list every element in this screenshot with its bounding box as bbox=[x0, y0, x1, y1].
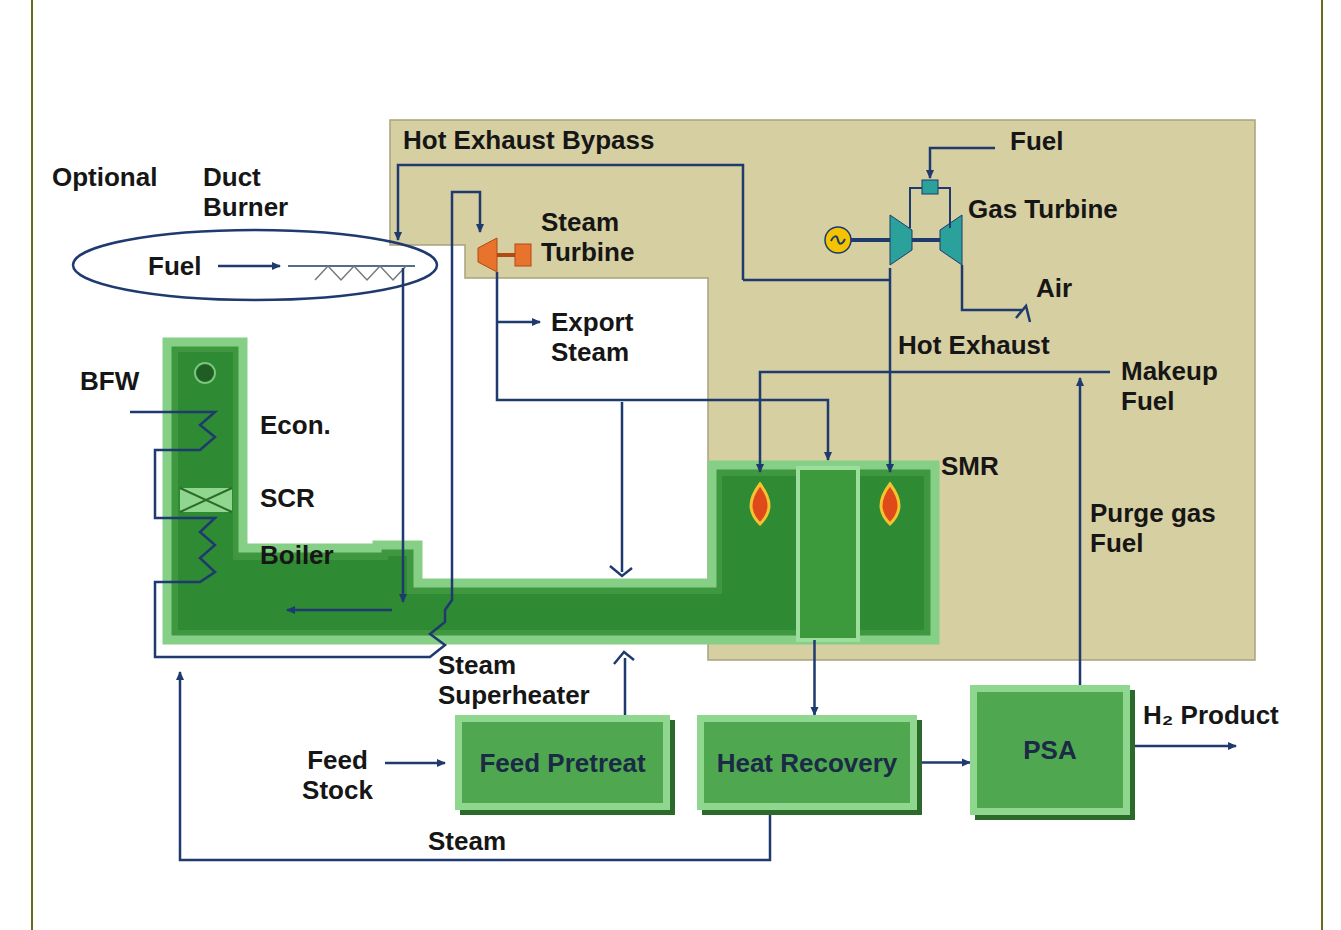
node-heading: SMR bbox=[941, 451, 999, 481]
stream-label: BFW bbox=[80, 366, 139, 396]
drawing-stroke bbox=[287, 609, 392, 612]
drawing-stroke bbox=[962, 265, 1030, 322]
stream-label: Air bbox=[1036, 273, 1072, 303]
drawing-stroke bbox=[912, 238, 940, 242]
drawing-stroke bbox=[497, 272, 828, 460]
drawing-stroke bbox=[922, 180, 938, 194]
drawing-stroke bbox=[130, 192, 480, 657]
process-box: Heat Recovery bbox=[697, 715, 917, 810]
scr-symbol bbox=[180, 488, 232, 512]
drawing-stroke bbox=[1321, 0, 1323, 930]
drawing-stroke bbox=[831, 236, 845, 243]
process-box: PSA bbox=[970, 685, 1130, 815]
drawing-stroke bbox=[743, 279, 890, 282]
stream-label: Steam bbox=[428, 826, 506, 856]
steam-turbine-symbol bbox=[478, 238, 531, 272]
drawing-stroke bbox=[1133, 745, 1236, 748]
drawing-stroke bbox=[614, 652, 634, 715]
flow-connector bbox=[917, 761, 970, 764]
drawing-stroke bbox=[890, 215, 912, 265]
drawing-stroke bbox=[889, 268, 892, 472]
equipment-label: Steam Turbine bbox=[541, 207, 671, 267]
drawing-stroke bbox=[751, 484, 769, 524]
stream-label: Fuel bbox=[148, 251, 201, 281]
stream-label: Makeup Fuel bbox=[1121, 356, 1251, 416]
drawing-stroke bbox=[910, 188, 950, 228]
drawing-stroke bbox=[398, 165, 743, 280]
drawing-stroke bbox=[167, 342, 935, 640]
drawing-stroke bbox=[930, 148, 995, 178]
drawing-stroke bbox=[31, 0, 33, 930]
drawing-stroke bbox=[385, 762, 445, 765]
equipment-label: Duct Burner bbox=[203, 162, 323, 222]
equipment-label: Boiler bbox=[260, 540, 334, 570]
drawing-stroke bbox=[73, 230, 437, 300]
drawing-stroke bbox=[798, 468, 858, 640]
gas-turbine-symbol bbox=[825, 180, 962, 265]
furnace-duct bbox=[167, 342, 935, 640]
node-text: Heat Recovery bbox=[717, 748, 898, 778]
drawing-stroke bbox=[497, 321, 540, 324]
drawing-stroke bbox=[180, 488, 232, 512]
equipment-label: Econ. bbox=[260, 410, 331, 440]
drawing-stroke bbox=[825, 227, 851, 253]
drawing-stroke bbox=[315, 266, 406, 280]
drawing-stroke bbox=[1079, 378, 1082, 685]
flow-connector bbox=[813, 640, 816, 715]
stream-label: Hot Exhaust bbox=[898, 330, 1050, 360]
page-frame bbox=[32, 0, 1322, 930]
node-text: Feed Pretreat bbox=[479, 748, 645, 778]
drawing-stroke bbox=[195, 363, 215, 383]
note-label: Optional bbox=[52, 162, 157, 192]
drawing-stroke bbox=[881, 484, 899, 524]
process-box: Feed Pretreat bbox=[455, 715, 670, 810]
drawing-stroke bbox=[218, 265, 280, 268]
drawing-stroke bbox=[515, 244, 531, 266]
stream-label: Export Steam bbox=[551, 307, 671, 367]
reformer-furnace: SMR bbox=[712, 465, 935, 640]
drawing-stroke bbox=[402, 268, 405, 602]
drawing-stroke bbox=[288, 265, 415, 267]
stream-label: Feed Stock bbox=[290, 745, 385, 805]
drawing-stroke bbox=[610, 402, 632, 576]
stream-label: Purge gas Fuel bbox=[1090, 498, 1250, 558]
drawing-stroke bbox=[180, 488, 232, 512]
node-text: PSA bbox=[1023, 735, 1076, 765]
equipment-label: Steam Superheater bbox=[438, 650, 623, 710]
process-lines bbox=[73, 148, 1236, 860]
stream-label: Hot Exhaust Bypass bbox=[403, 125, 654, 155]
stream-label: Fuel bbox=[1010, 126, 1063, 156]
equipment-label: Gas Turbine bbox=[968, 194, 1118, 224]
product-label: H₂ Product bbox=[1143, 700, 1279, 730]
drawing-stroke bbox=[851, 238, 890, 242]
drawing-stroke bbox=[478, 238, 497, 272]
drawing-stroke bbox=[760, 372, 1110, 472]
drawing-stroke bbox=[497, 253, 515, 257]
equipment-label: SCR bbox=[260, 483, 315, 513]
